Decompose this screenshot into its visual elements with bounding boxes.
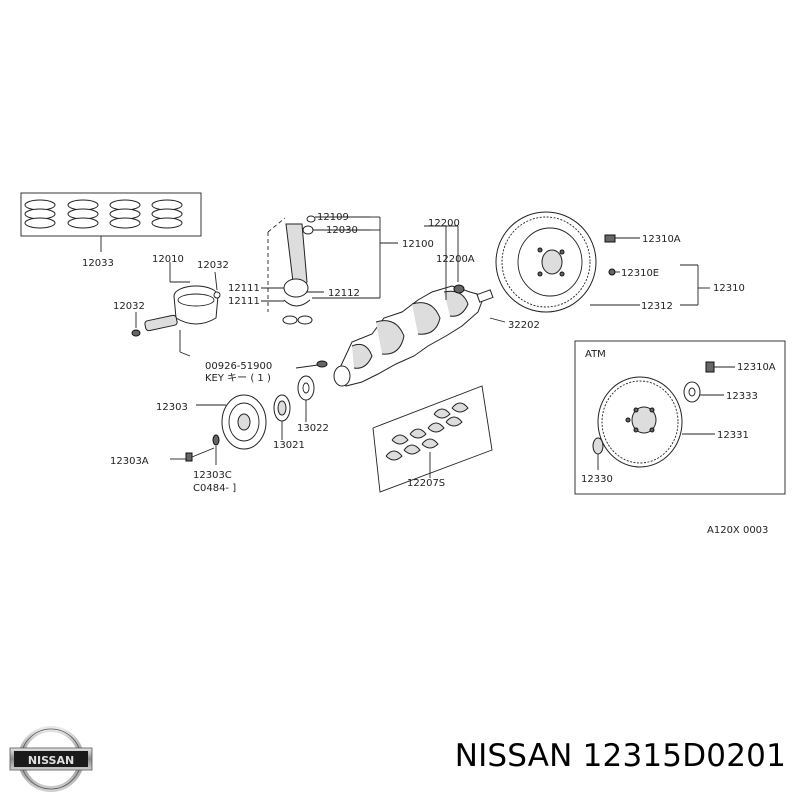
label-13022: 13022 xyxy=(297,423,329,434)
label-atm-12310A: 12310A xyxy=(737,362,776,373)
label-12312: 12312 xyxy=(641,301,673,312)
key xyxy=(295,360,328,369)
label-12303A: 12303A xyxy=(110,456,149,467)
label-12310: 12310 xyxy=(713,283,745,294)
piston-ring-set xyxy=(20,192,202,252)
label-12033: 12033 xyxy=(82,258,114,269)
label-12109: 12109 xyxy=(317,212,349,223)
label-12100: 12100 xyxy=(402,239,434,250)
label-key-part: 00926-51900 xyxy=(205,361,272,372)
svg-text:NISSAN: NISSAN xyxy=(28,754,74,767)
connecting-rod xyxy=(261,215,398,325)
label-atm-title: ATM xyxy=(585,349,606,360)
nissan-logo: NISSAN xyxy=(9,726,93,792)
label-12032-lower: 12032 xyxy=(113,301,145,312)
label-atm-12331: 12331 xyxy=(717,430,749,441)
label-12310A: 12310A xyxy=(642,234,681,245)
main-bearing-set xyxy=(372,385,493,493)
label-atm-12333: 12333 xyxy=(726,391,758,402)
footer-brand: NISSAN xyxy=(454,738,573,774)
crankshaft xyxy=(333,225,506,387)
atm-box xyxy=(574,340,786,495)
label-12112: 12112 xyxy=(328,288,360,299)
label-12303C: 12303C xyxy=(193,470,232,481)
footer-title: NISSAN 12315D0201 xyxy=(455,738,786,774)
piston xyxy=(131,262,221,357)
label-12303C-note: C0484- ] xyxy=(193,483,236,494)
footer-part-number: 12315D0201 xyxy=(582,738,786,774)
label-32202: 32202 xyxy=(508,320,540,331)
flywheel xyxy=(495,211,710,313)
crank-pulley xyxy=(170,375,315,465)
label-12111-lower: 12111 xyxy=(228,296,260,307)
label-12200A: 12200A xyxy=(436,254,475,265)
label-12303: 12303 xyxy=(156,402,188,413)
diagram-code: A120X 0003 xyxy=(707,525,768,536)
label-12010: 12010 xyxy=(152,254,184,265)
label-key-text: KEY キー ( 1 ) xyxy=(205,373,271,384)
label-12310E: 12310E xyxy=(621,268,659,279)
label-13021: 13021 xyxy=(273,440,305,451)
label-12207S: 12207S xyxy=(407,478,445,489)
label-12200: 12200 xyxy=(428,218,460,229)
label-12111-upper: 12111 xyxy=(228,283,260,294)
label-12032-upper: 12032 xyxy=(197,260,229,271)
label-12030: 12030 xyxy=(326,225,358,236)
label-atm-12330: 12330 xyxy=(581,474,613,485)
